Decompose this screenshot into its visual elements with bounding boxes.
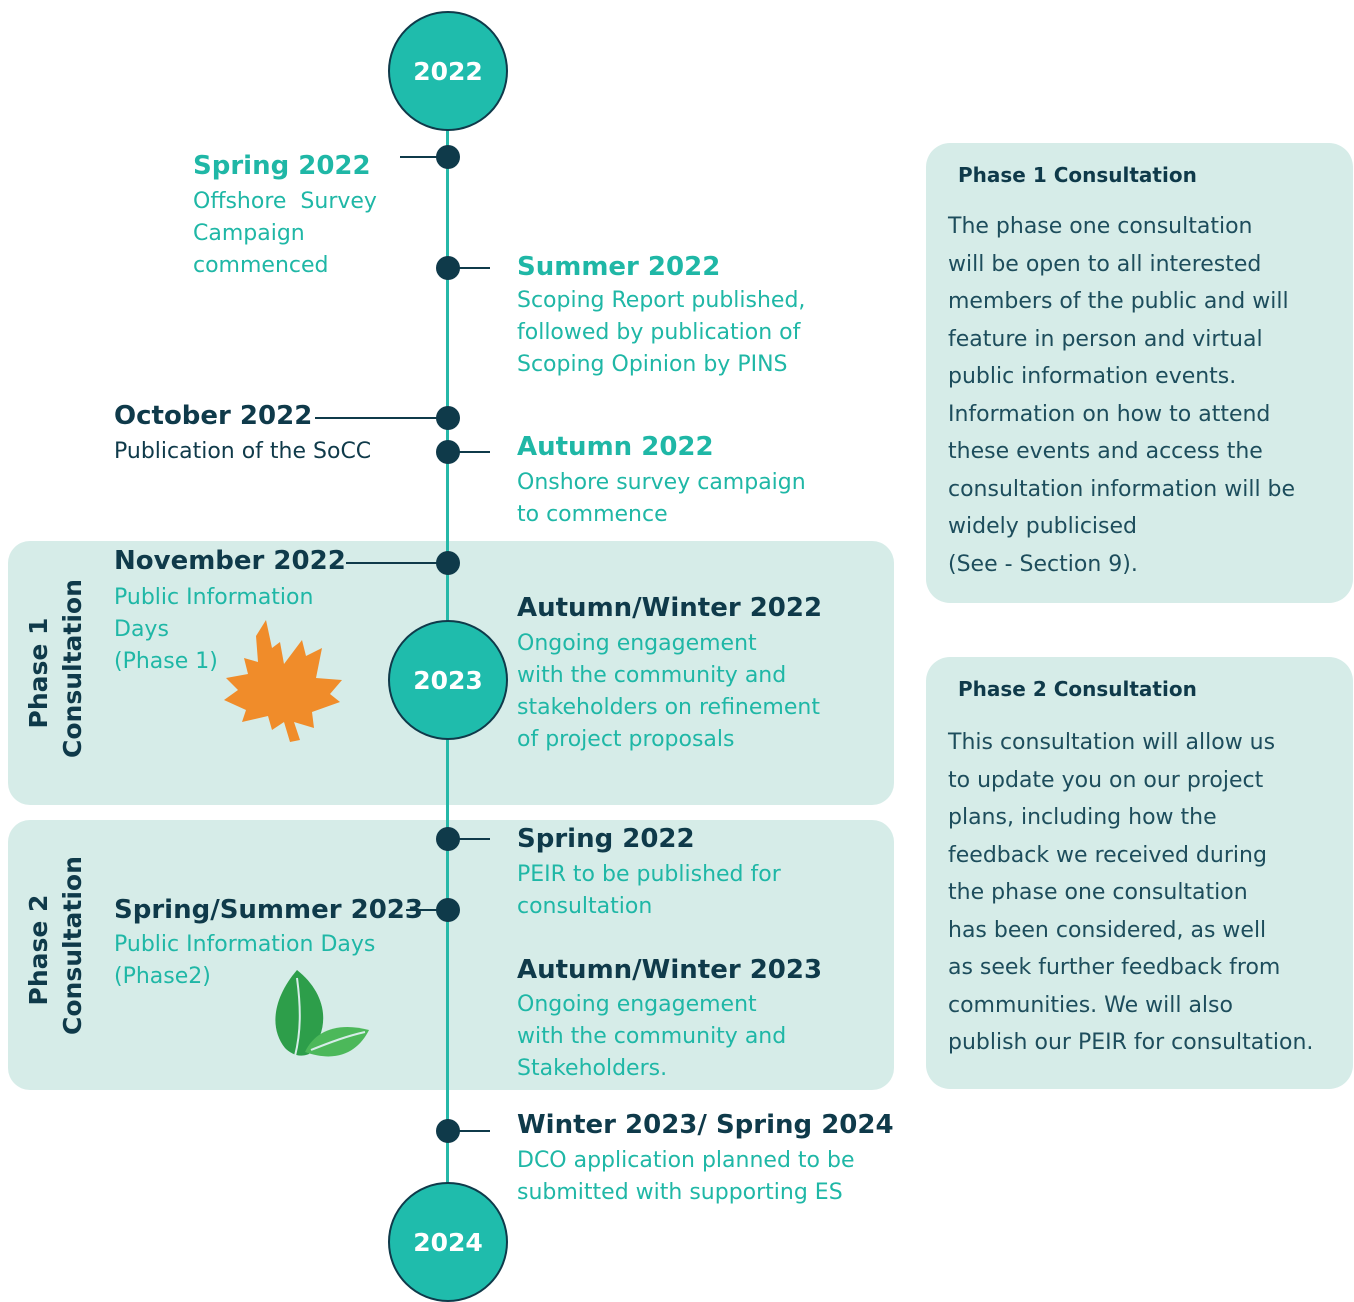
text-line: to update you on our project [948,767,1264,793]
timeline-dot [436,1119,460,1143]
timeline-dot [436,440,460,464]
timeline-dot [436,551,460,575]
event-title-autumnwinter2022: Autumn/Winter 2022 [517,593,823,623]
text-line: The phase one consultation [948,214,1253,239]
text-line: feature in person and virtual [948,326,1263,352]
text-line: (See - Section 9). [948,551,1138,577]
text-line: to commence [517,502,668,527]
phase1-vertical-label: Phase 1 Consultation [22,579,90,758]
text-line: PEIR to be published for [517,862,781,887]
event-desc-autumnwinter2023: Ongoing engagement with the community an… [517,989,786,1085]
event-title-spring2022: Spring 2022 [193,151,371,181]
phase2-band [8,820,894,1090]
event-desc-autumnwinter2022: Ongoing engagement with the community an… [517,628,820,756]
text-line: the phase one consultation [948,880,1248,905]
text-line: publish our PEIR for consultation. [948,1030,1314,1055]
event-desc-autumn2022: Onshore survey campaign to commence [517,467,806,531]
phase2-info-title: Phase 2 Consultation [958,677,1197,701]
text-line: Campaign [193,221,305,246]
text-line: Information on how to attend [948,401,1271,427]
event-title-november2022: November 2022 [114,546,346,576]
text-line: communities. We will also [948,992,1233,1018]
text-line: consultation [517,894,653,919]
text-line: submitted with supporting ES [517,1180,843,1205]
text-line: with the community and [517,663,787,688]
timeline-dot [436,145,460,169]
timeline-dot [436,827,460,851]
text-line: Scoping Report published, [517,288,806,313]
event-desc-winter2023: DCO application planned to be submitted … [517,1145,854,1209]
connector-october2022 [315,417,448,419]
event-desc-springsummer2023: Public Information Days (Phase2) [114,929,375,993]
text-line: Days [114,617,169,642]
maple-leaf-icon [224,620,342,742]
green-leaves-icon [275,970,369,1057]
text-line: stakeholders on refinement [517,695,820,720]
timeline-dot [436,898,460,922]
text-line: members of the public and will [948,289,1289,314]
text-line: followed by publication of [517,320,801,345]
text-line: DCO application planned to be [517,1148,855,1173]
text-line: has been considered, as well [948,917,1267,943]
connector-november2022 [346,562,448,564]
text-line: This consultation will allow us [948,730,1276,755]
text-line: Scoping Opinion by PINS [517,352,788,377]
phase2-info-box: Phase 2 Consultation This consultation w… [926,657,1353,1089]
timeline-dot [436,406,460,430]
event-title-spring2022b: Spring 2022 [517,824,695,854]
connector-summer2022 [448,267,490,269]
event-title-winter2023: Winter 2023/ Spring 2024 [517,1110,894,1140]
event-title-october2022: October 2022 [114,401,313,431]
text-line: Stakeholders. [517,1056,668,1081]
phase-label-line: Phase 1 [24,617,53,729]
text-line: plans, including how the [948,805,1217,830]
event-title-autumnwinter2023: Autumn/Winter 2023 [517,955,823,985]
connector-autumn2022 [448,451,490,453]
text-line: Public Information Days [114,932,376,957]
event-desc-november2022: Public Information Days (Phase 1) [114,582,313,678]
text-line: Publication of the SoCC [114,439,372,464]
text-line: of project proposals [517,727,735,752]
connector-spring2022b [448,838,490,840]
phase1-info-box: Phase 1 Consultation The phase one consu… [926,143,1353,603]
phase1-info-title: Phase 1 Consultation [958,163,1197,187]
event-desc-spring2022b: PEIR to be published for consultation [517,859,781,923]
year-circle-2023: 2023 [388,620,508,740]
text-line: these events and access the [948,439,1263,464]
text-line: Ongoing engagement [517,631,757,656]
text-line: widely publicised [948,514,1137,539]
text-line: Onshore survey campaign [517,470,806,495]
text-line: commenced [193,253,329,278]
connector-spring2022 [400,156,448,158]
phase-label-line: Consultation [58,856,87,1035]
event-desc-summer2022: Scoping Report published, followed by pu… [517,285,805,381]
phase-label-line: Consultation [58,579,87,758]
text-line: Offshore Survey [193,189,377,214]
text-line: will be open to all interested [948,251,1262,277]
text-line: (Phase2) [114,964,211,989]
connector-springsummer2023 [406,909,448,911]
event-title-springsummer2023: Spring/Summer 2023 [114,895,423,925]
phase2-vertical-label: Phase 2 Consultation [22,856,90,1035]
text-line: public information events. [948,364,1237,389]
event-desc-october2022: Publication of the SoCC [114,436,371,468]
text-line: with the community and [517,1024,787,1049]
connector-winter2023 [448,1130,490,1132]
text-line: Ongoing engagement [517,992,757,1017]
event-title-autumn2022: Autumn 2022 [517,432,714,462]
text-line: feedback we received during [948,842,1267,868]
year-circle-2022: 2022 [388,11,508,131]
text-line: consultation information will be [948,476,1296,502]
event-desc-spring2022: Offshore Survey Campaign commenced [193,186,377,282]
text-line: (Phase 1) [114,649,218,674]
year-circle-2024: 2024 [388,1182,508,1302]
text-line: Public Information [114,585,314,610]
timeline-dot [436,256,460,280]
phase1-info-body: The phase one consultation will be open … [948,208,1295,583]
event-title-summer2022: Summer 2022 [517,252,721,282]
phase-label-line: Phase 2 [24,894,53,1006]
phase2-info-body: This consultation will allow us to updat… [948,724,1313,1062]
text-line: as seek further feedback from [948,955,1281,980]
